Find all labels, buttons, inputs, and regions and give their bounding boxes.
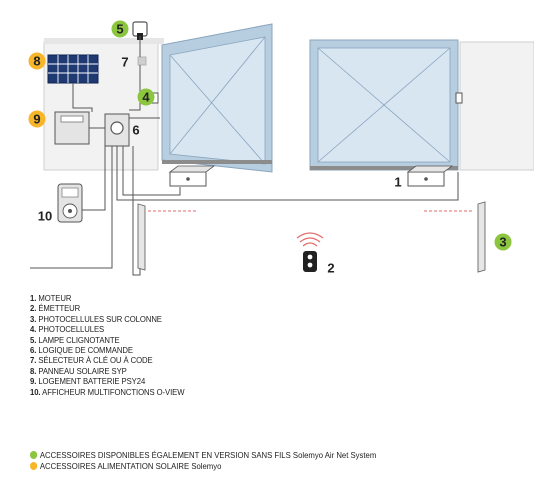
callout-number: 1 [394, 175, 401, 190]
legend-item: 6. LOGIQUE DE COMMANDE [30, 345, 133, 356]
callout-number: 2 [327, 261, 334, 276]
legend-item: 10. AFFICHEUR MULTIFONCTIONS O-VIEW [30, 386, 185, 397]
callout-number: 3 [499, 235, 506, 250]
key-selector [137, 56, 147, 66]
callout-number: 6 [132, 123, 139, 138]
photocell-column-right [477, 201, 486, 273]
callout-1: 1 [394, 175, 401, 190]
wiring [30, 36, 459, 276]
callout-badge-icon [28, 110, 46, 128]
legend-item: 1. MOTEUR [30, 293, 72, 303]
left-motor [168, 165, 216, 187]
right-wall [459, 41, 534, 171]
callout-4: 4 [137, 88, 155, 106]
green-dot-icon [30, 451, 38, 459]
note-item: ACCESSOIRES ALIMENTATION SOLAIRE Solemyo [30, 461, 376, 472]
legend-item: 7. SÉLECTEUR À CLÉ OU À CODE [30, 355, 153, 366]
legend-item: 2. ÉMETTEUR [30, 303, 81, 314]
wall-cap [44, 38, 164, 44]
callout-2: 2 [327, 261, 334, 276]
callout-5: 5 [111, 20, 129, 38]
callout-badge-icon [28, 52, 46, 70]
callout-8: 8 [28, 52, 46, 70]
callout-badge-icon [111, 20, 129, 38]
callout-number: 4 [142, 90, 150, 105]
callout-9: 9 [28, 110, 46, 128]
component-legend: 1. MOTEUR 2. ÉMETTEUR 3. PHOTOCELLULES S… [30, 293, 185, 397]
callout-7: 7 [121, 55, 128, 70]
legend-item: 3. PHOTOCELLULES SUR COLONNE [30, 313, 162, 324]
wall-photocell-right [455, 92, 463, 104]
callout-number: 9 [33, 112, 40, 127]
solar-panel [47, 54, 99, 90]
legend-item: 8. PANNEAU SOLAIRE SYP [30, 365, 127, 376]
battery-housing [54, 111, 90, 145]
callout-badge-icon [137, 88, 155, 106]
photocell-column-left [137, 203, 146, 271]
accessory-notes: ACCESSOIRES DISPONIBLES ÉGALEMENT EN VER… [30, 450, 376, 472]
legend-item: 9. LOGEMENT BATTERIE PSY24 [30, 376, 146, 387]
right-motor [406, 165, 454, 187]
remote-transmitter [296, 232, 324, 272]
callout-number: 7 [121, 55, 128, 70]
callout-6: 6 [132, 123, 139, 138]
right-gate-leaf [309, 39, 459, 171]
control-unit [104, 113, 130, 147]
callout-badge-icon [494, 233, 512, 251]
left-gate-leaf [161, 23, 273, 173]
oview-display [57, 183, 83, 223]
callout-10: 10 [38, 209, 52, 224]
callout-number: 10 [38, 209, 52, 224]
callout-number: 8 [33, 54, 40, 69]
legend-item: 5. LAMPE CLIGNOTANTE [30, 334, 120, 345]
legend-item: 4. PHOTOCELLULES [30, 324, 105, 335]
note-item: ACCESSOIRES DISPONIBLES ÉGALEMENT EN VER… [30, 450, 376, 461]
callout-number: 5 [116, 22, 123, 37]
yellow-dot-icon [30, 461, 38, 470]
callout-3: 3 [494, 233, 512, 251]
gate-installation-diagram: 1 2 3 4 5 6 7 8 9 10 [28, 20, 534, 276]
